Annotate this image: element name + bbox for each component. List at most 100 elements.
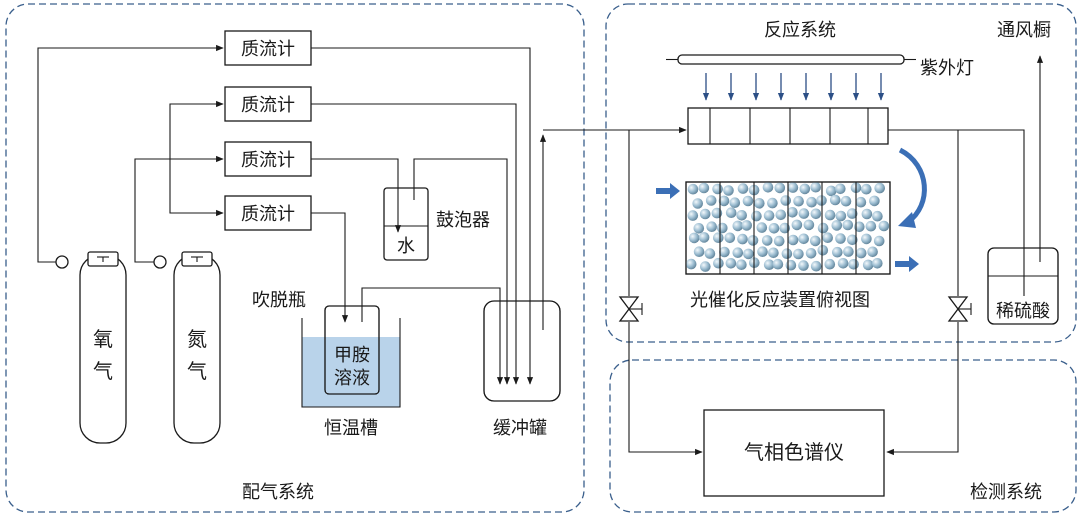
catalyst-bead (793, 195, 804, 207)
catalyst-bead (757, 246, 768, 257)
catalyst-bead (713, 257, 724, 269)
buffer-tank (483, 300, 561, 402)
oxygen-gauge-icon (55, 255, 69, 269)
gc-label: 气相色谱仪 (744, 440, 844, 464)
catalyst-bead (843, 246, 854, 257)
catalyst-bead (704, 248, 716, 259)
catalyst-bead (846, 208, 858, 219)
catalyst-bead (799, 183, 811, 195)
mass-flow-controller-4: 质流计 (224, 195, 312, 231)
catalyst-bead (729, 197, 741, 208)
catalyst-bead (822, 232, 833, 243)
catalyst-bead (824, 258, 836, 270)
dilute-acid-label: 稀硫酸 (996, 301, 1050, 322)
catalyst-bead (780, 195, 791, 206)
mfc3-to-bubbler (311, 158, 402, 233)
catalyst-bead (774, 182, 786, 194)
nitrogen-label-1: 氮 (187, 327, 207, 351)
outlet-flow-arrow-icon (895, 256, 919, 272)
catalyst-bead (736, 259, 747, 271)
catalyst-bead (861, 183, 872, 195)
catalyst-bead (699, 208, 711, 220)
catalyst-bead (725, 207, 737, 218)
catalyst-bead (874, 182, 885, 194)
catalyst-bead (791, 219, 803, 231)
catalyst-bead (698, 182, 710, 194)
uv-lamp (666, 54, 916, 65)
reaction-section-border (605, 3, 1077, 343)
outlet-sampling-valve-icon (947, 296, 972, 322)
mfc-label: 质流计 (241, 95, 295, 116)
uv-lamp-label: 紫外灯 (920, 58, 974, 79)
catalyst-bead (741, 220, 752, 231)
gas-prep-section-label: 配气系统 (242, 482, 314, 503)
bubbler-label: 鼓泡器 (436, 210, 490, 231)
catalyst-bead (763, 259, 775, 271)
catalyst-bead (700, 261, 711, 272)
catalyst-bead (787, 207, 798, 218)
view-rotate-arrowhead-icon (898, 212, 916, 228)
mfc4-to-bottle (311, 212, 349, 323)
catalyst-bead (754, 198, 765, 209)
catalyst-bead (873, 235, 885, 247)
catalyst-bead (712, 183, 723, 195)
catalyst-bead (798, 233, 809, 245)
reactor-top-view (685, 181, 891, 275)
oxygen-label-2: 气 (93, 359, 113, 383)
catalyst-bead (854, 221, 865, 233)
catalyst-bead (855, 196, 867, 208)
nitrogen-line-2 (169, 100, 224, 159)
catalyst-bead (829, 194, 841, 206)
catalyst-bead (743, 248, 754, 260)
mfc1-to-buffer (311, 47, 534, 385)
catalyst-bead (725, 258, 737, 269)
fume-hood-label: 通风橱 (997, 20, 1051, 41)
catalyst-bead (835, 233, 846, 244)
nitrogen-cylinder: 氮 气 (153, 251, 221, 444)
catalyst-bead (810, 208, 822, 220)
catalyst-bead (772, 258, 784, 270)
catalyst-bead (861, 233, 872, 245)
water-label: 水 (397, 236, 415, 257)
catalyst-bead (779, 222, 790, 234)
catalyst-bead (717, 222, 728, 234)
catalyst-bead (872, 210, 883, 222)
outlet-sample-to-gc (886, 322, 959, 456)
catalyst-bead (737, 233, 748, 245)
solution-label-2: 溶液 (334, 368, 370, 389)
stripping-bottle-label: 吹脱瓶 (252, 290, 306, 311)
mfc-label: 质流计 (241, 150, 295, 171)
inlet-sampling-valve-icon (618, 296, 643, 322)
catalyst-bead (724, 232, 736, 244)
catalyst-bead (736, 210, 747, 221)
catalyst-bead (705, 195, 717, 206)
nitrogen-gauge-icon (153, 255, 167, 269)
catalyst-bead (867, 246, 878, 258)
reactor-top-view-label: 光催化反应装置俯视图 (690, 290, 870, 311)
catalyst-bead (685, 258, 697, 270)
nitrogen-line-4 (169, 159, 224, 217)
catalyst-bead (831, 220, 843, 231)
catalyst-bead (706, 221, 717, 232)
catalyst-bead (855, 247, 867, 259)
catalyst-bead (768, 247, 779, 259)
catalyst-bead (872, 258, 883, 269)
catalyst-bead (737, 183, 749, 194)
catalyst-bead (865, 220, 877, 232)
reaction-section-label: 反应系统 (764, 20, 836, 41)
oxygen-cylinder: 氧 气 (55, 251, 127, 444)
catalyst-bead (775, 209, 787, 221)
nitrogen-line-3 (134, 155, 224, 263)
catalyst-bead (787, 234, 799, 246)
catalyst-bead (767, 197, 778, 209)
catalyst-bead (862, 259, 874, 271)
inlet-sample-to-gc (628, 322, 703, 456)
catalyst-bead (803, 219, 815, 231)
nitrogen-label-2: 气 (187, 359, 207, 383)
catalyst-bead (847, 234, 858, 246)
detection-section-label: 检测系统 (970, 482, 1042, 503)
catalyst-bead (878, 220, 890, 232)
oxygen-label-1: 氧 (93, 327, 113, 351)
catalyst-bead (732, 247, 744, 258)
